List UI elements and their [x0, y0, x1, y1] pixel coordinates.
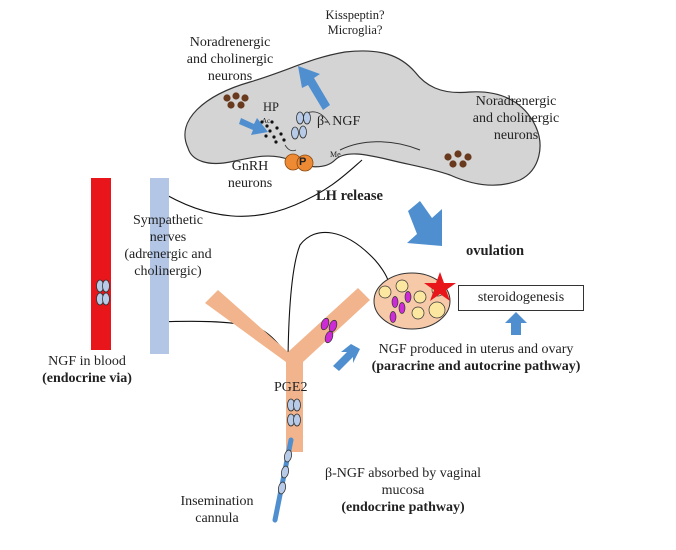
label-noradrenergic-right-line1: Noradrenergic [475, 94, 557, 109]
label-hp: HP [263, 100, 279, 114]
pituitary-marker [296, 154, 314, 172]
label-noradrenergic-left-line3: neurons [207, 69, 253, 84]
label-sympathetic-line1: Sympathetic [133, 213, 203, 228]
ovary-follicles [378, 279, 446, 320]
ngf-cells-uterus-tube [287, 398, 301, 427]
arrow-to-hypothalamus [239, 118, 268, 135]
lh-release-arrow [407, 201, 442, 246]
label-microglia: Microglia? [327, 23, 383, 37]
noradrenergic-cells-right [444, 150, 472, 168]
nerve-line-top [157, 159, 363, 217]
uterus [205, 288, 370, 452]
noradrenergic-cells-left [223, 92, 249, 109]
label-vaginal-line2: mucosa [381, 483, 425, 498]
hypothalamus-dots [256, 120, 286, 144]
label-cannula-line1: Insemination [180, 494, 254, 509]
steroidogenesis-box: steroidogenesis [458, 285, 584, 311]
label-gnrh-line2: neurons [227, 176, 273, 191]
label-ngf-blood-line1: NGF in blood [48, 354, 126, 369]
ovulation-star [424, 272, 456, 301]
label-noradrenergic-left-line2: and cholinergic [186, 52, 274, 67]
ngf-cells-ovary [389, 291, 412, 323]
ngf-cells-uterus [320, 317, 338, 344]
sympathetic-nerve-bar [150, 178, 169, 354]
label-noradrenergic-left-line1: Noradrenergic [189, 35, 271, 50]
label-noradrenergic-right: Noradrenergic and cholinergic neurons [452, 93, 580, 144]
label-pge2: PGE2 [274, 380, 308, 395]
label-vaginal-line3: (endocrine pathway) [341, 500, 465, 515]
label-me: Me [330, 150, 341, 159]
label-kisspeptin-group: Kisspeptin? Microglia? [318, 8, 392, 38]
label-sympathetic-line2: nerves [149, 230, 187, 245]
ngf-cells-brain [291, 111, 311, 140]
label-cannula: Insemination cannula [168, 493, 266, 527]
blood-vessel [91, 178, 111, 350]
label-ngf-blood-line2: (endocrine via) [42, 371, 132, 386]
label-vaginal-line1: β-NGF absorbed by vaginal [324, 466, 482, 481]
label-ngf-uterus-line1: NGF produced in uterus and ovary [378, 342, 574, 357]
label-noradrenergic-right-line2: and cholinergic [472, 111, 560, 126]
label-ngf-uterus-line2: (paracrine and autocrine pathway) [371, 359, 581, 374]
label-ngf-blood: NGF in blood (endocrine via) [34, 353, 140, 387]
ngf-cells-cannula [277, 449, 293, 495]
label-lh-release: LH release [316, 188, 383, 204]
label-vaginal: β-NGF absorbed by vaginal mucosa (endocr… [303, 465, 503, 516]
label-sympathetic-nerves: Sympathetic nerves (adrenergic and choli… [118, 212, 218, 280]
label-sympathetic-line3: (adrenergic and [124, 247, 212, 262]
label-p: P [299, 156, 307, 168]
label-noradrenergic-right-line3: neurons [493, 128, 539, 143]
arrow-to-microglia [298, 66, 330, 110]
label-beta-ngf-brain: β- NGF [317, 114, 361, 129]
label-noradrenergic-left: Noradrenergic and cholinergic neurons [170, 34, 290, 85]
steroidogenesis-arrow [505, 312, 527, 335]
ngf-produced-arrow [333, 344, 360, 371]
label-gnrh-neurons: GnRH neurons [222, 158, 278, 192]
label-kisspeptin: Kisspeptin? [325, 8, 385, 22]
ngf-cells-blood [96, 279, 110, 306]
label-ngf-uterus: NGF produced in uterus and ovary (paracr… [352, 341, 600, 375]
label-ovulation: ovulation [466, 243, 525, 259]
label-ac: Ac [262, 117, 271, 125]
label-gnrh-line1: GnRH [231, 159, 269, 174]
label-cannula-line2: cannula [195, 511, 239, 526]
nerve-line-ovary [287, 231, 389, 371]
label-sympathetic-line4: cholinergic) [134, 264, 202, 279]
